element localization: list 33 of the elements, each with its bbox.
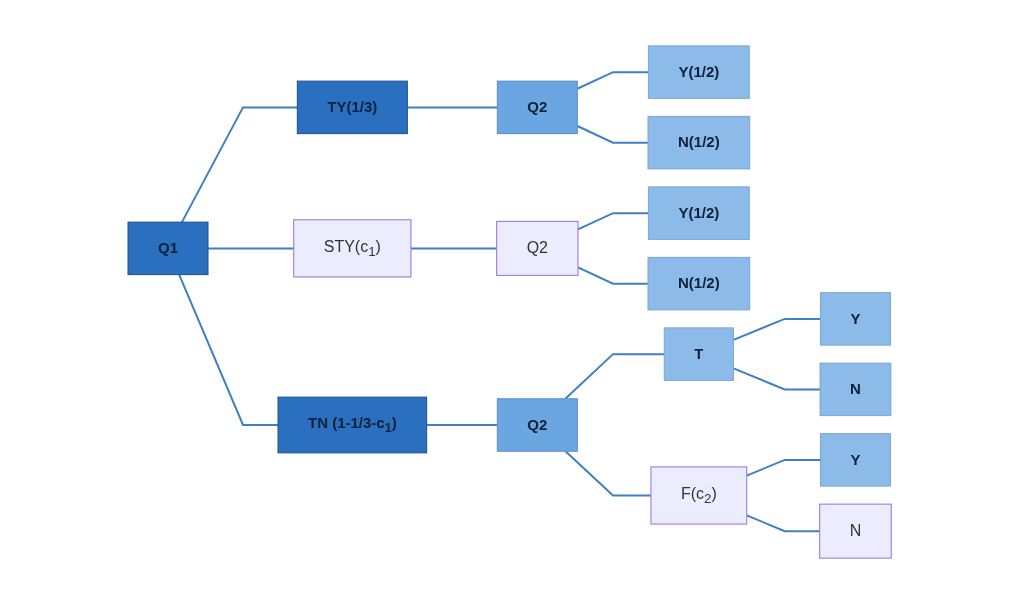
connector [576,71,650,90]
connector [746,514,822,533]
connector [181,106,299,224]
node-box: N(1/2) [647,115,751,170]
connector [564,353,666,400]
connector [576,125,650,144]
connector [564,450,653,497]
node-box: Y(1/2) [648,186,751,240]
node-box: Y [820,433,892,487]
node-box: TN (1-1/3-c$_{1}$) [277,396,428,454]
connector [178,273,280,426]
node-box: Q2 [497,398,579,452]
node-box: Q2 [497,80,579,135]
node-box: N [819,503,893,559]
node-box: T [664,327,735,381]
node-box: Y(1/2) [648,45,751,99]
node-box: Y [820,292,892,346]
connector [577,266,650,285]
node-box: Q2 [496,220,579,276]
node-box: TY(1/3) [297,80,409,135]
connector [732,367,822,391]
connector [406,106,499,109]
connector [207,247,296,250]
connector [732,317,822,341]
connector [746,458,822,477]
node-box: Q1 [127,221,209,276]
node-box: STY(c$_{1}$) [293,219,412,278]
connector [577,212,650,231]
node-box: F(c$_{2}$) [650,466,748,525]
connector [426,424,499,426]
node-box: N [819,362,892,417]
node-box: N(1/2) [647,256,751,311]
connector [410,247,499,250]
